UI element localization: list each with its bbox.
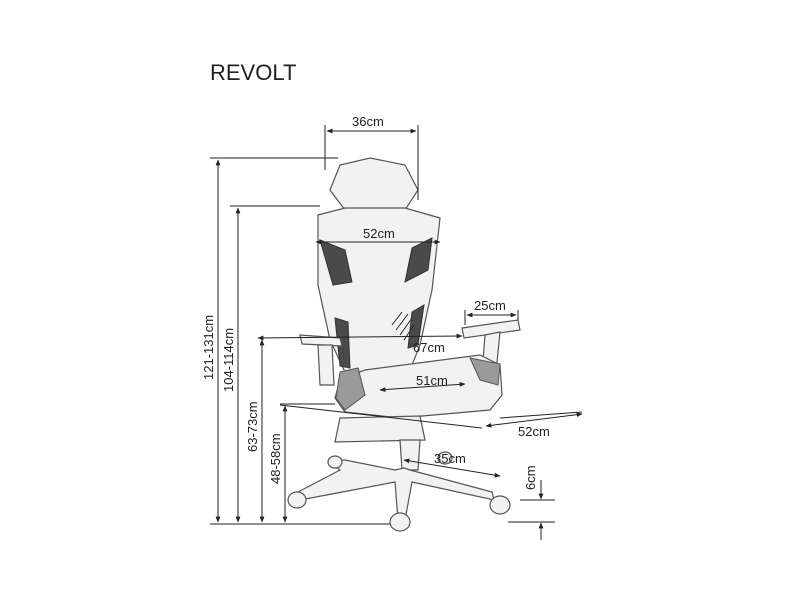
label-armrest-length: 25cm: [474, 298, 506, 313]
tilt-mechanism: [334, 415, 426, 443]
label-armrest-height: 63-73cm: [245, 401, 260, 452]
label-seat-height: 48-58cm: [268, 433, 283, 484]
wheel-right: [489, 495, 511, 515]
product-title: REVOLT: [210, 60, 296, 85]
dimension-lines: [210, 125, 583, 540]
left-armrest-post: [317, 344, 335, 386]
wheel-left: [287, 491, 307, 509]
star-base: [297, 459, 495, 521]
wheel-back-left: [327, 455, 343, 469]
right-armrest-pad: [461, 319, 521, 339]
headrest: [329, 157, 419, 211]
seat-side-right: [469, 357, 501, 386]
label-back-height: 104-114cm: [221, 328, 236, 392]
label-total-height: 121-131cm: [201, 315, 216, 380]
seat-side-left: [335, 367, 366, 411]
label-outer-width: 67cm: [413, 340, 445, 355]
label-seat-width: 52cm: [518, 424, 550, 439]
chair-illustration: [287, 157, 521, 532]
backrest-vent: [391, 311, 415, 341]
label-headrest-width: 36cm: [352, 114, 384, 129]
label-wheel-height: 6cm: [523, 465, 538, 490]
backrest-panel-left: [319, 239, 353, 286]
label-back-width: 52cm: [363, 226, 395, 241]
gas-lift: [399, 439, 421, 471]
backrest-panel-lower-left: [334, 317, 351, 369]
label-seat-depth: 51cm: [416, 373, 448, 388]
wheel-front: [389, 512, 411, 532]
label-base-radius: 35cm: [434, 451, 466, 466]
